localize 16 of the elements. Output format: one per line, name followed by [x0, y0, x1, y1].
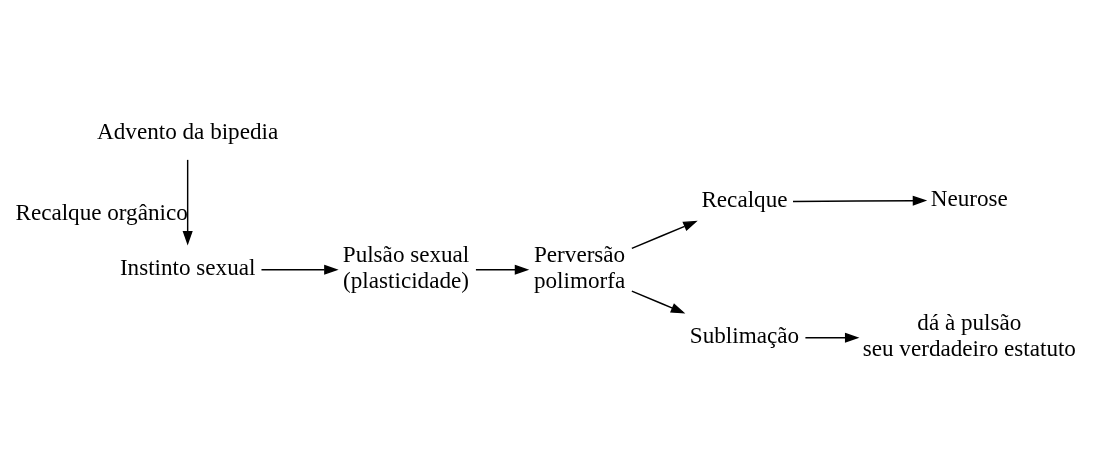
arrow [475, 264, 530, 275]
node-text: Neurose [930, 184, 1008, 211]
node-text: Advento da bipedia [97, 117, 279, 144]
node-text: Sublimação [689, 321, 800, 348]
node-text: dá à pulsão seu verdadeiro estatuto [862, 308, 1076, 361]
node-text: Recalque [701, 185, 788, 212]
arrow [182, 158, 193, 245]
node-text: Pulsão sexual (plasticidade) [342, 240, 470, 293]
edge-label: Recalque orgânico [15, 198, 188, 225]
arrow [631, 220, 698, 249]
node-text: Instinto sexual [119, 253, 256, 280]
node-text: Perversão polimorfa [533, 240, 626, 293]
arrow [792, 195, 928, 206]
arrow [631, 289, 686, 314]
arrow [260, 264, 339, 275]
arrow [804, 332, 860, 343]
